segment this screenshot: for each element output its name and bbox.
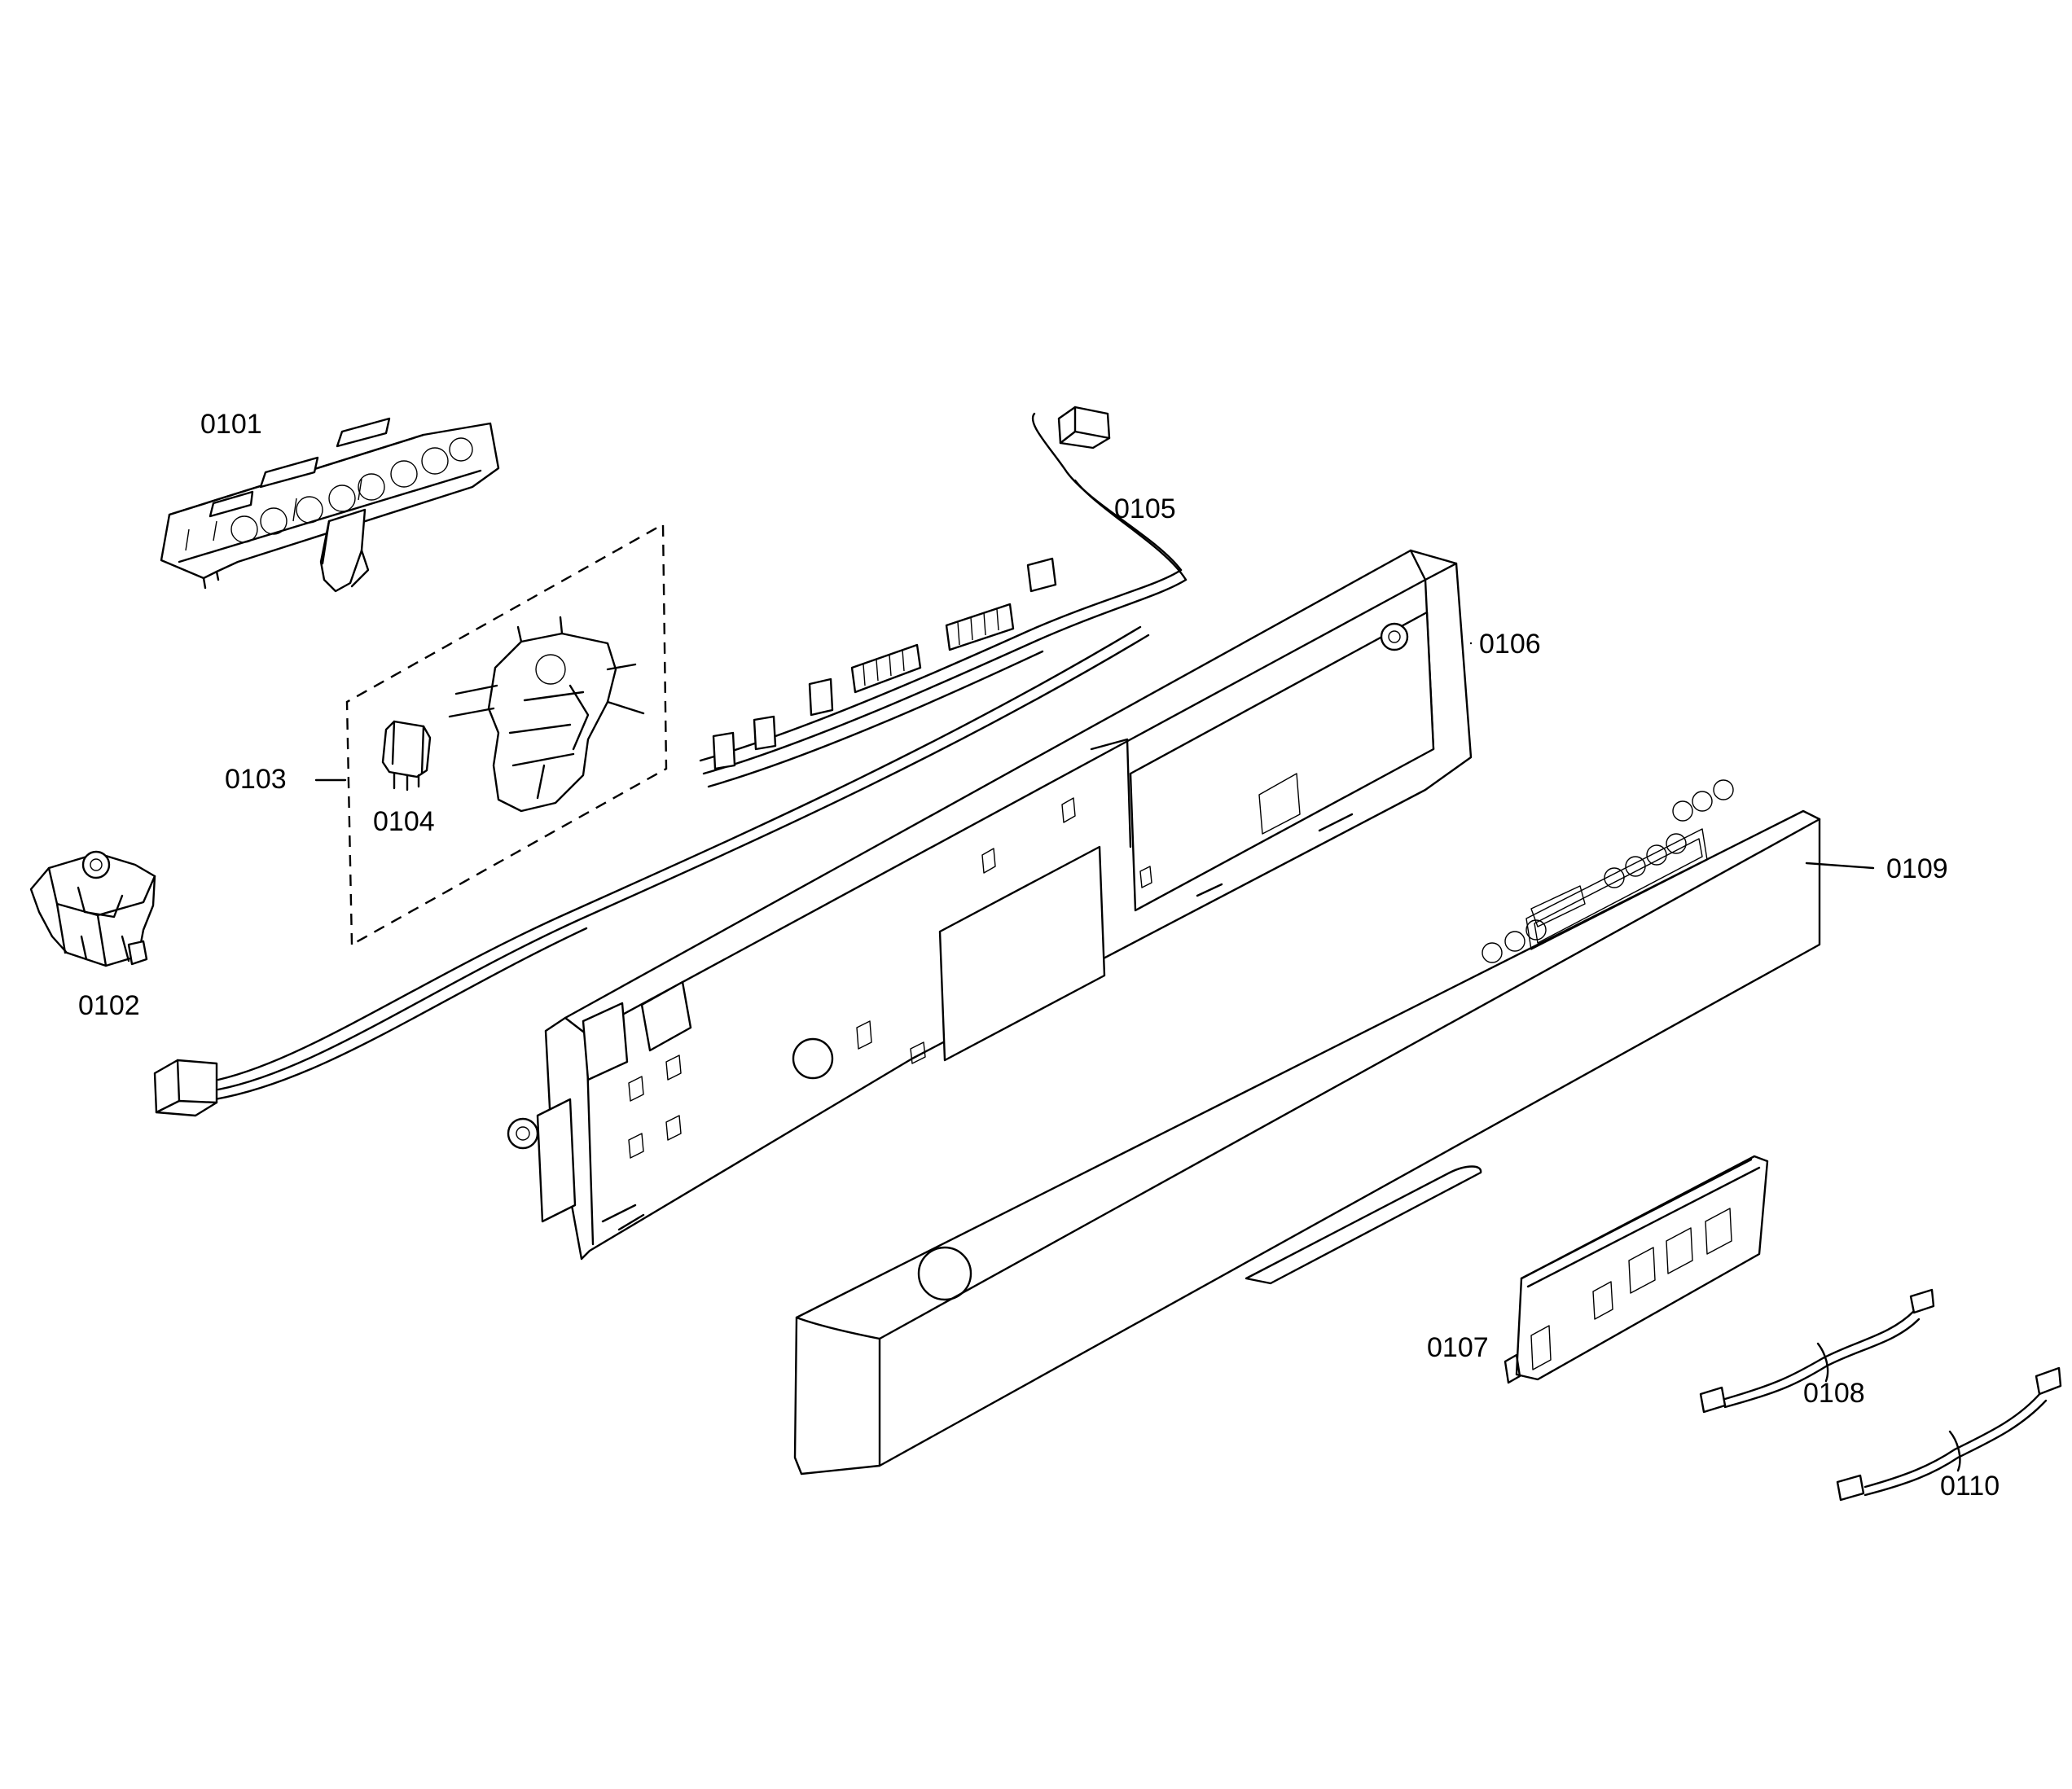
label-0101: 0101	[200, 409, 262, 440]
part-0103-assembly-group[interactable]	[314, 522, 668, 947]
part-0101-control-module[interactable]	[160, 417, 500, 593]
label-0109: 0109	[1886, 853, 1948, 884]
label-0107: 0107	[1427, 1332, 1489, 1363]
part-0110-cable[interactable]	[1836, 1366, 2062, 1502]
label-0102: 0102	[78, 990, 140, 1021]
label-0108: 0108	[1803, 1378, 1865, 1409]
label-0104: 0104	[373, 806, 435, 837]
label-0106: 0106	[1479, 629, 1541, 660]
label-0110: 0110	[1940, 1471, 2000, 1502]
part-0105-wiring-harness[interactable]	[153, 406, 1187, 1117]
part-0102-switch[interactable]	[29, 850, 156, 967]
part-0104-relay[interactable]	[381, 720, 432, 791]
part-0108-cable[interactable]	[1699, 1288, 1935, 1414]
label-0105: 0105	[1114, 493, 1176, 524]
label-0103: 0103	[225, 764, 287, 795]
part-0109-control-panel-cover[interactable]	[793, 779, 1875, 1475]
part-0107-display-board[interactable]	[1504, 1155, 1769, 1384]
part-0106-console-frame[interactable]	[507, 549, 1473, 1261]
